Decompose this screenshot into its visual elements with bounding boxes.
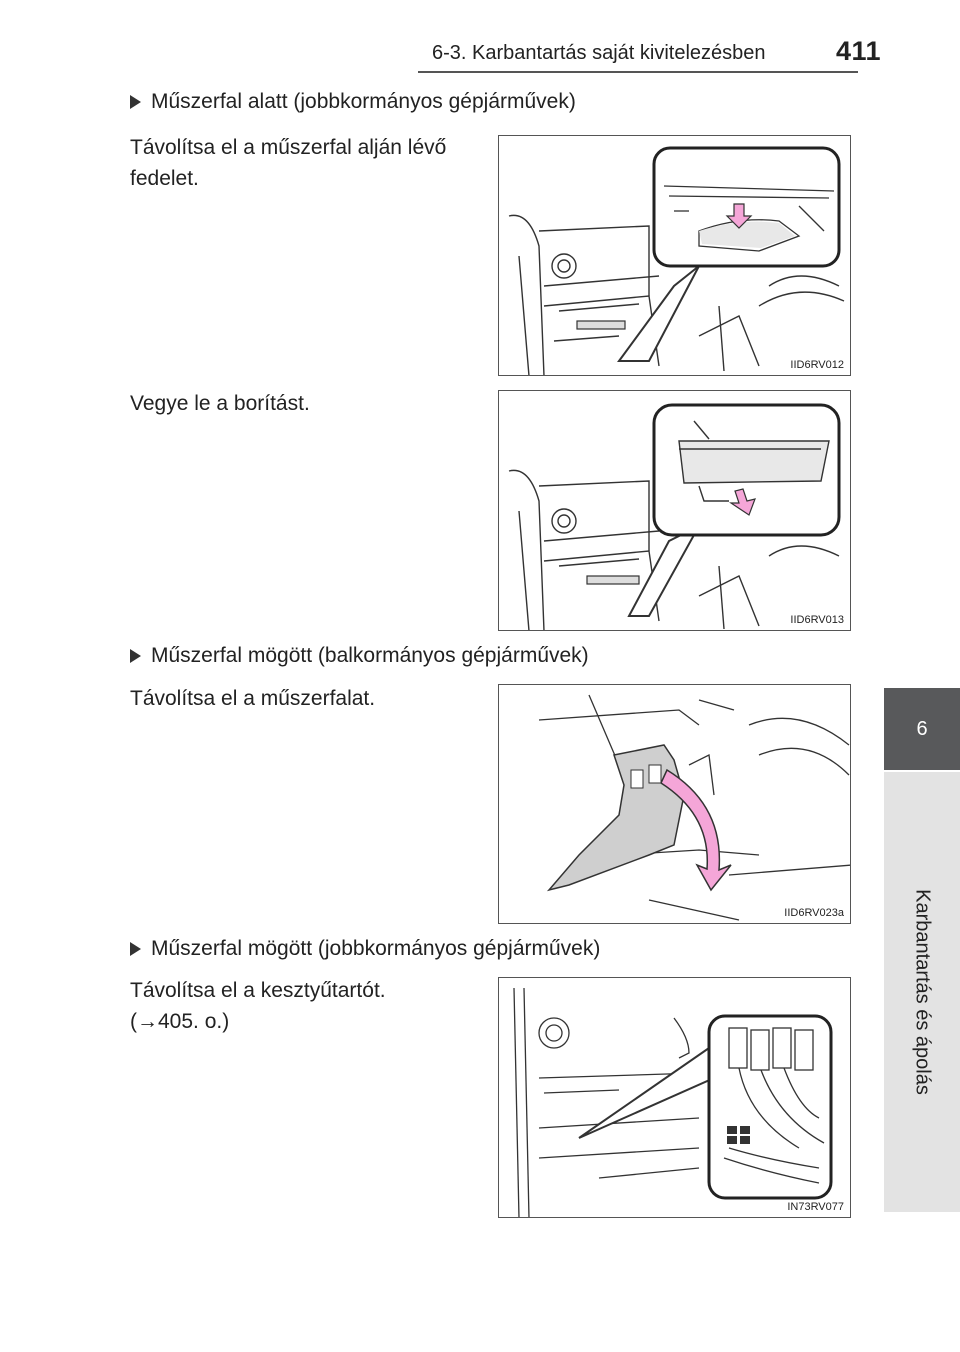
figure-under-dash-cover: IID6RV012 [498,135,851,376]
figure-code: IN73RV077 [787,1201,844,1213]
dashboard-illustration [508,403,841,630]
subheading-text: Műszerfal mögött (jobbkormányos gépjármű… [151,937,601,960]
header-rule [418,71,858,73]
triangle-bullet-icon [130,649,141,663]
figure-code: IID6RV013 [790,614,844,626]
figure-remove-glovebox: IN73RV077 [498,977,851,1218]
subheading-behind-dash-lhd: Műszerfal mögött (balkormányos gépjárműv… [130,644,589,668]
instruction-text: Távolítsa el a műszerfal alján lévő fede… [130,132,490,194]
section-title: 6-3. Karbantartás saját kivitelezésben [432,42,766,64]
subheading-under-dash-rhd: Műszerfal alatt (jobbkormányos gépjárműv… [130,90,576,114]
instruction-line: fedelet. [130,167,199,190]
instruction-text: Vegye le a borítást. [130,388,490,419]
subheading-text: Műszerfal mögött (balkormányos gépjárműv… [151,644,589,667]
triangle-bullet-icon [130,942,141,956]
page-reference: (→405. o.) [130,1010,230,1033]
chapter-tab-number: 6 [884,688,960,770]
instruction-line: Távolítsa el a műszerfalat. [130,687,376,710]
chapter-tab-label: Karbantartás és ápolás [911,889,934,1095]
figure-code: IID6RV023a [784,907,844,919]
figure-remove-cover: IID6RV013 [498,390,851,631]
instruction-text: Távolítsa el a műszerfalat. [130,683,490,714]
dashboard-illustration [508,146,845,375]
glovebox-illustration [513,987,833,1217]
page-header: 6-3. Karbantartás saját kivitelezésben 4… [0,0,960,73]
figure-code: IID6RV012 [790,359,844,371]
instruction-line: Távolítsa el a műszerfal alján lévő [130,136,447,159]
instruction-text: Távolítsa el a kesztyűtartót. (→405. o.) [130,975,490,1037]
chapter-tab: Karbantartás és ápolás [884,772,960,1212]
instruction-line: Vegye le a borítást. [130,392,310,415]
figure-remove-panel: IID6RV023a [498,684,851,924]
page-number: 411 [836,36,882,66]
instruction-line: Távolítsa el a kesztyűtartót. [130,979,386,1002]
triangle-bullet-icon [130,95,141,109]
subheading-text: Műszerfal alatt (jobbkormányos gépjárműv… [151,90,576,113]
subheading-behind-dash-rhd: Műszerfal mögött (jobbkormányos gépjármű… [130,937,600,961]
panel-illustration [538,694,850,921]
